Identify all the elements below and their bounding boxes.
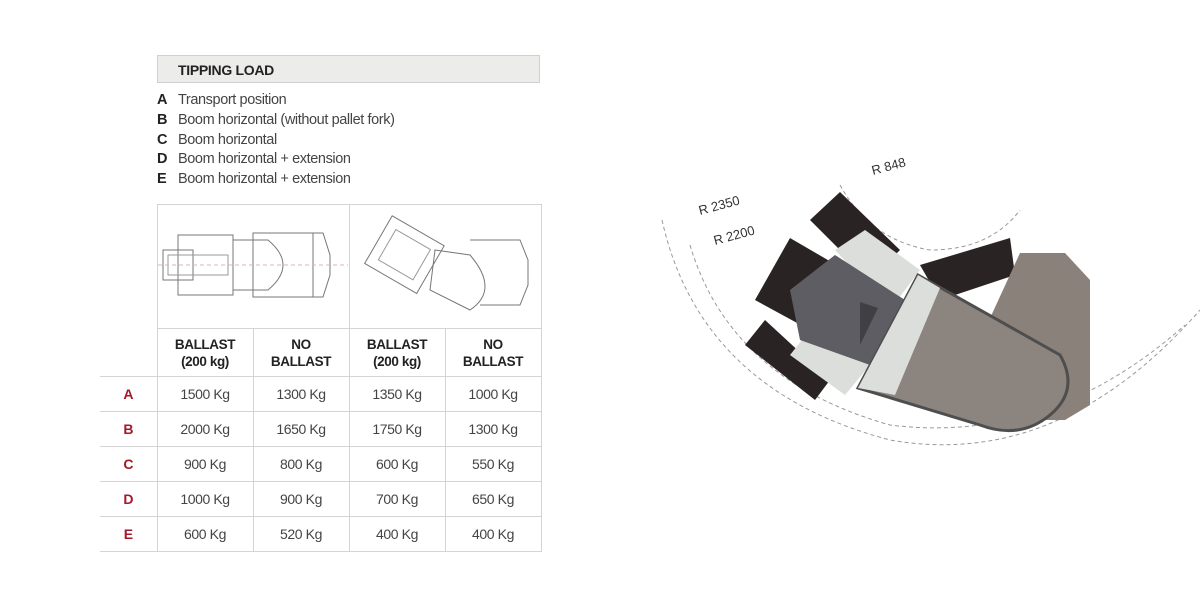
section-title: TIPPING LOAD [157, 55, 540, 83]
legend-text: Boom horizontal + extension [178, 151, 351, 168]
machine-articulated-drawing [348, 204, 542, 329]
turning-radius-diagram: R 2350 R 2200 R 848 [661, 154, 1200, 446]
legend-text: Boom horizontal [178, 131, 277, 148]
position-legend: A Transport position B Boom horizontal (wi… [157, 91, 395, 190]
legend-item: C Boom horizontal [157, 131, 395, 151]
radius-label-middle: R 2200 [712, 223, 756, 248]
legend-key: E [157, 171, 167, 188]
legend-text: Transport position [178, 92, 287, 108]
radius-label-outer: R 2350 [697, 193, 741, 218]
legend-key: A [157, 92, 168, 108]
legend-text: Boom horizontal + extension [178, 171, 351, 188]
radius-label-inner: R 848 [870, 154, 907, 177]
legend-text: Boom horizontal (without pallet fork) [178, 111, 395, 128]
machine-straight-drawing [156, 204, 350, 329]
legend-key: C [157, 131, 168, 148]
legend-key: B [157, 111, 168, 128]
column-header: BALLAST(200 kg) [348, 328, 446, 377]
legend-item: E Boom horizontal + extension [157, 170, 395, 190]
column-header: BALLAST(200 kg) [156, 328, 254, 377]
legend-key: D [157, 151, 168, 168]
legend-item: B Boom horizontal (without pallet fork) [157, 111, 395, 131]
legend-item: A Transport position [157, 91, 395, 111]
legend-item: D Boom horizontal + extension [157, 150, 395, 170]
